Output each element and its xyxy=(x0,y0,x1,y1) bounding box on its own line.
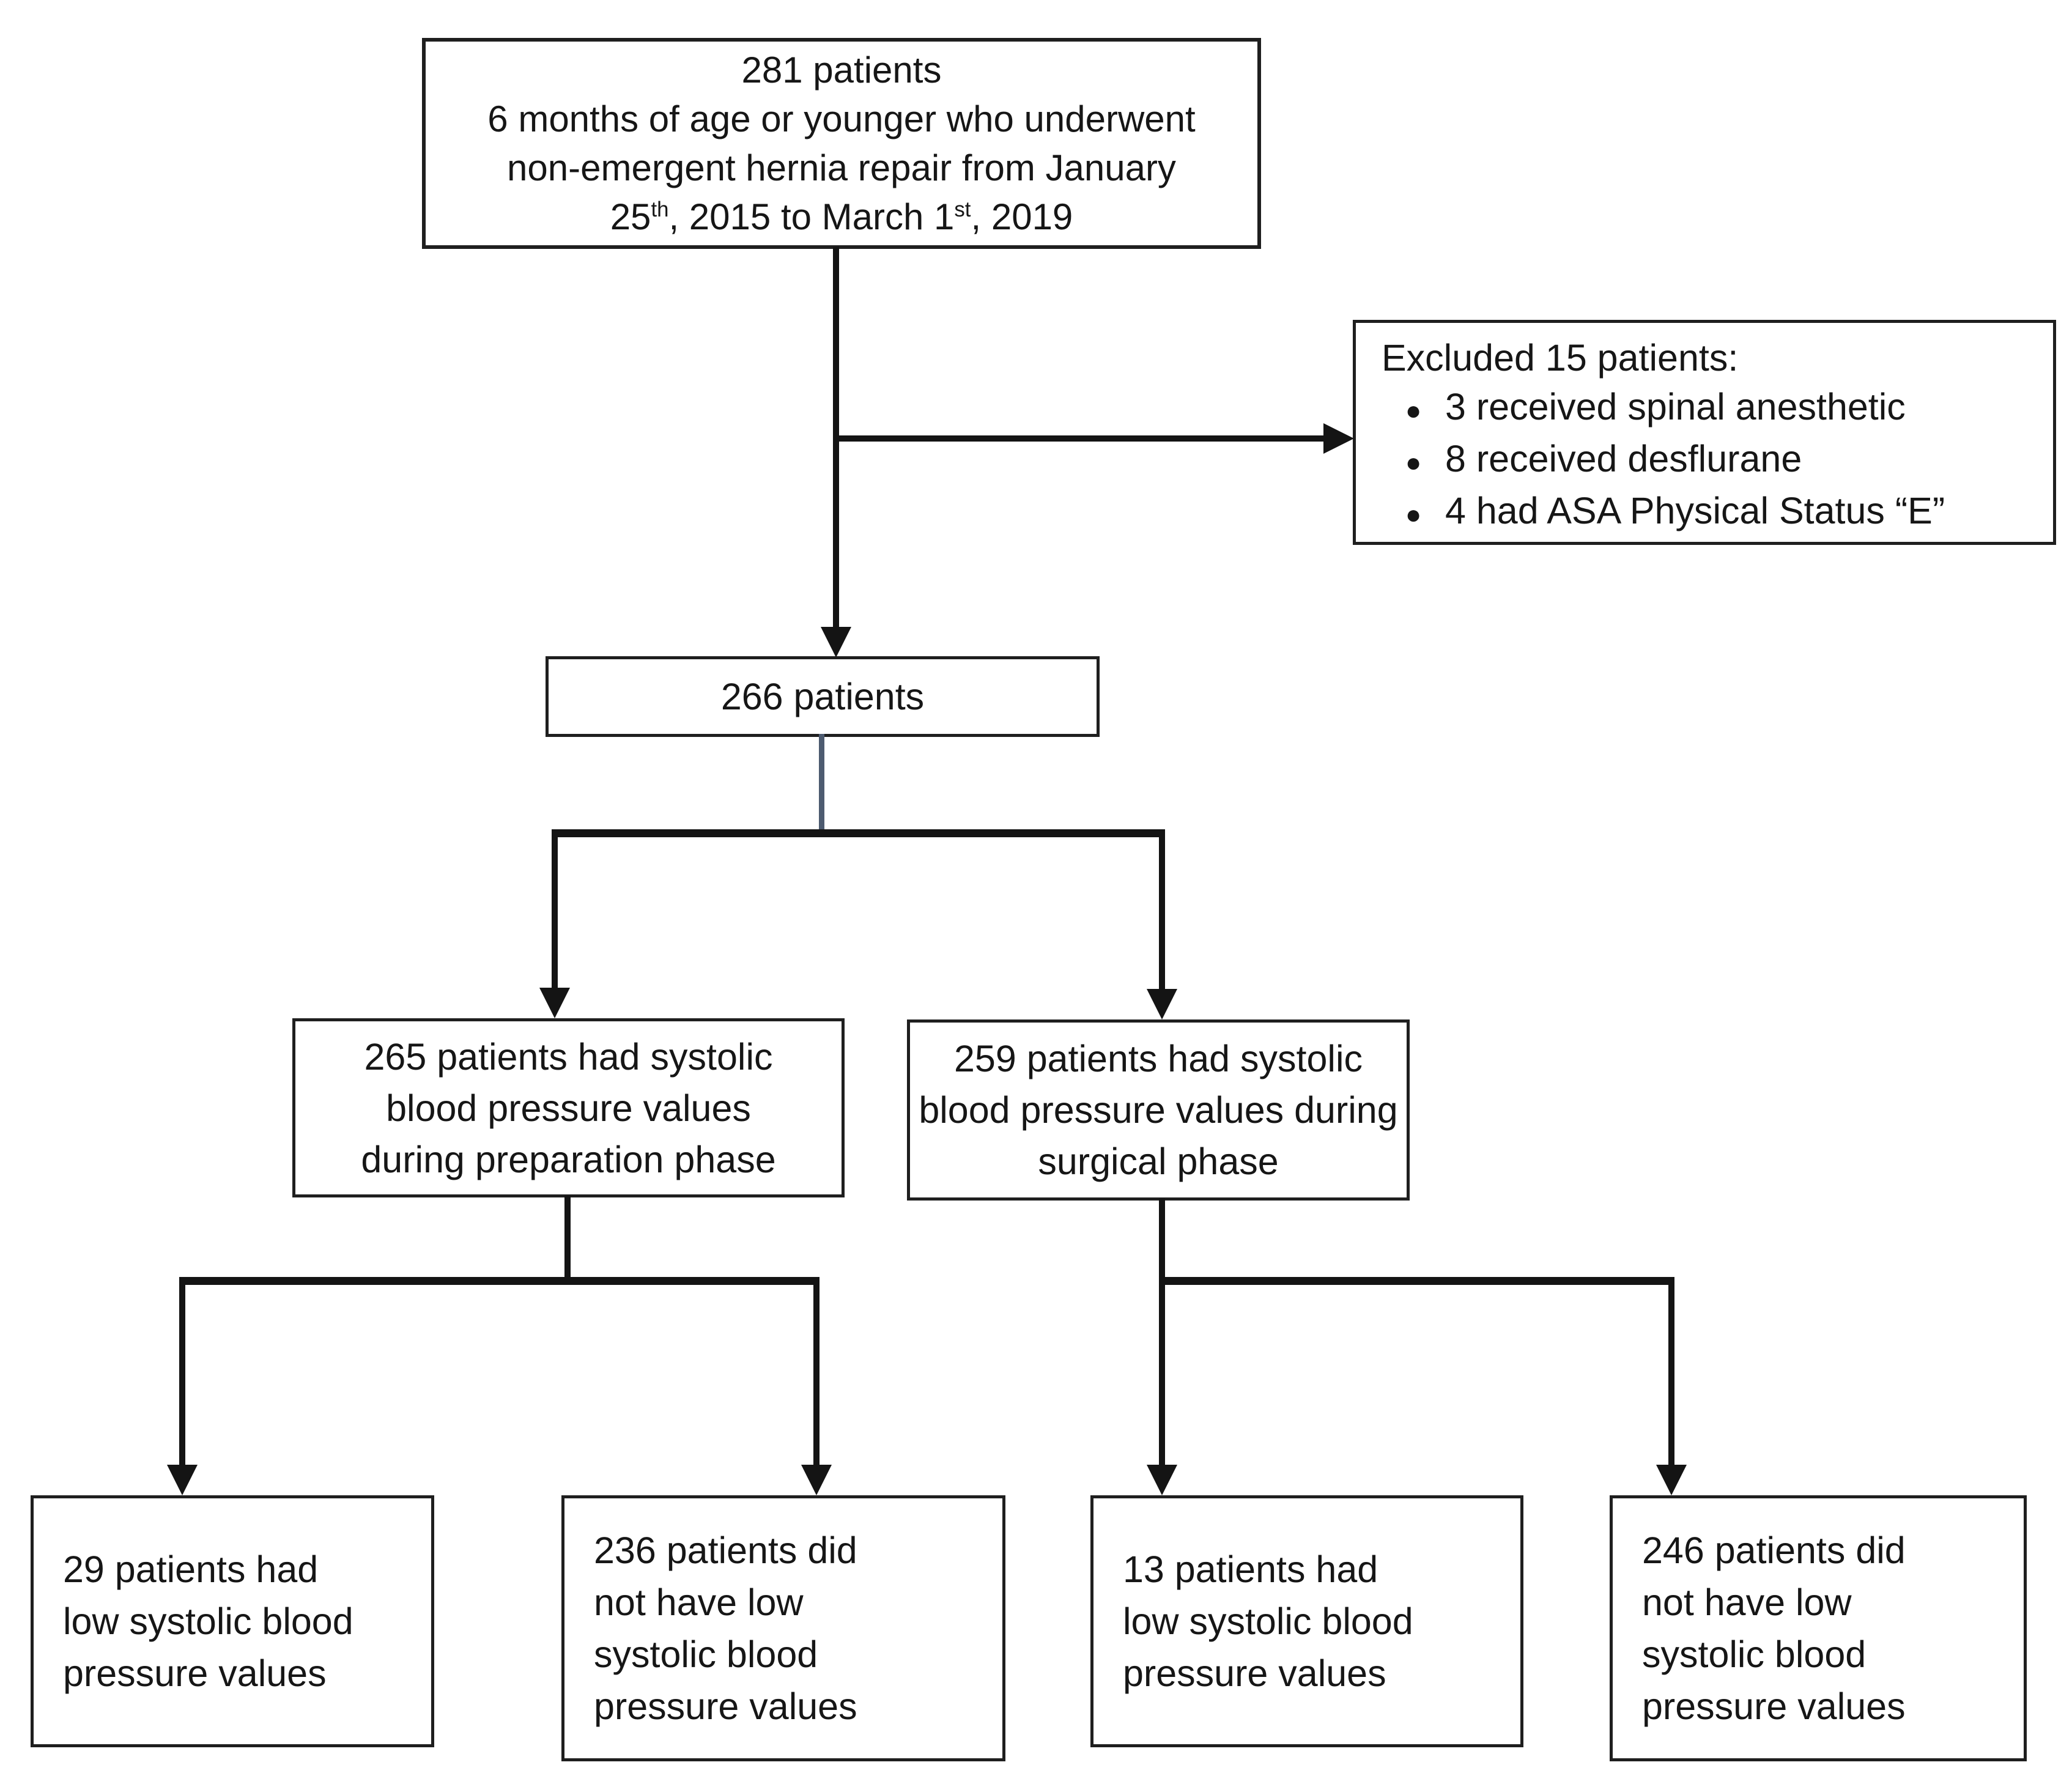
arrowhead-down-icon xyxy=(801,1465,832,1495)
prep-low-sbp-line: 29 patients had xyxy=(63,1548,319,1590)
enrollment-count-line: 281 patients xyxy=(741,49,942,91)
exclusion-item: ● 8 received desflurane xyxy=(1382,435,2041,487)
prep-low-sbp-text: 29 patients had low systolic blood press… xyxy=(34,1544,431,1700)
surgical-phase-line: surgical phase xyxy=(1038,1141,1279,1182)
arrowhead-down-icon xyxy=(167,1465,198,1495)
split-bar-prep-outcomes xyxy=(179,1277,820,1285)
connector-exclusion-branch xyxy=(833,435,1326,442)
enrollment-criteria-line-1: 6 months of age or younger who underwent xyxy=(487,98,1196,139)
split-bar-surgical-outcomes xyxy=(1159,1277,1674,1285)
bullet-icon: ● xyxy=(1405,500,1422,530)
eligible-text: 266 patients xyxy=(720,676,925,717)
prep-no-low-sbp-box: 236 patients did not have low systolic b… xyxy=(561,1495,1005,1761)
surgical-no-low-sbp-box: 246 patients did not have low systolic b… xyxy=(1610,1495,2027,1761)
connector-split-to-prep xyxy=(552,829,558,989)
prep-no-low-sbp-line: 236 patients did xyxy=(594,1529,857,1571)
surgical-low-sbp-box: 13 patients had low systolic blood press… xyxy=(1090,1495,1523,1747)
date-part: , 2019 xyxy=(971,196,1073,237)
surgical-no-low-sbp-line: 246 patients did xyxy=(1642,1529,1906,1571)
eligible-box: 266 patients xyxy=(546,656,1100,737)
arrowhead-down-icon xyxy=(1147,989,1177,1019)
connector-prep-to-split xyxy=(564,1196,571,1277)
prep-low-sbp-line: pressure values xyxy=(63,1652,327,1694)
surgical-phase-line: 259 patients had systolic xyxy=(953,1038,1363,1079)
prep-no-low-sbp-line: pressure values xyxy=(594,1685,857,1727)
surgical-no-low-sbp-line: systolic blood xyxy=(1642,1633,1867,1675)
surgical-low-sbp-line: low systolic blood xyxy=(1123,1600,1413,1642)
date-part: , 2015 to March 1 xyxy=(668,196,955,237)
exclusion-content: Excluded 15 patients: ● 3 received spina… xyxy=(1356,323,2053,539)
bullet-icon: ● xyxy=(1405,448,1422,478)
date-ordinal: th xyxy=(651,197,669,221)
prep-phase-line: blood pressure values xyxy=(386,1087,751,1129)
prep-no-low-sbp-line: systolic blood xyxy=(594,1633,818,1675)
prep-phase-line: 265 patients had systolic xyxy=(364,1035,773,1078)
exclusion-item: ● 4 had ASA Physical Status “E” xyxy=(1382,487,2041,539)
split-bar-phases xyxy=(552,829,1165,837)
prep-phase-box: 265 patients had systolic blood pressure… xyxy=(292,1018,845,1197)
exclusion-title: Excluded 15 patients: xyxy=(1382,337,1739,379)
connector-split-to-prep-low xyxy=(179,1277,185,1466)
surgical-phase-line: blood pressure values during xyxy=(919,1089,1398,1131)
connector-surgical-to-low xyxy=(1159,1199,1165,1466)
enrollment-box: 281 patients 6 months of age or younger … xyxy=(422,38,1261,249)
prep-low-sbp-box: 29 patients had low systolic blood press… xyxy=(31,1495,434,1747)
prep-no-low-sbp-line: not have low xyxy=(594,1581,804,1623)
surgical-no-low-sbp-text: 246 patients did not have low systolic b… xyxy=(1613,1525,2024,1733)
surgical-low-sbp-line: pressure values xyxy=(1123,1652,1386,1694)
arrowhead-down-icon xyxy=(1147,1465,1177,1495)
connector-split-to-prep-not-low xyxy=(813,1277,820,1466)
prep-phase-line: during preparation phase xyxy=(361,1138,776,1180)
surgical-no-low-sbp-line: not have low xyxy=(1642,1581,1852,1623)
connector-split-to-surgical xyxy=(1159,829,1165,990)
exclusion-item-text: 8 received desflurane xyxy=(1445,438,1802,479)
enrollment-date-line: 25th, 2015 to March 1st, 2019 xyxy=(426,193,1257,242)
date-ordinal: st xyxy=(954,197,971,221)
surgical-phase-box: 259 patients had systolic blood pressure… xyxy=(907,1019,1410,1201)
arrowhead-down-icon xyxy=(539,988,570,1018)
arrowhead-down-icon xyxy=(1656,1465,1687,1495)
exclusion-item-text: 4 had ASA Physical Status “E” xyxy=(1445,490,1945,531)
date-part: 25 xyxy=(610,196,651,237)
connector-split-to-surgical-not-low xyxy=(1668,1277,1674,1466)
enrollment-text: 281 patients 6 months of age or younger … xyxy=(426,46,1257,242)
surgical-low-sbp-text: 13 patients had low systolic blood press… xyxy=(1093,1544,1520,1700)
connector-eligible-to-split xyxy=(819,734,824,835)
exclusion-box: Excluded 15 patients: ● 3 received spina… xyxy=(1353,320,2056,545)
exclusion-item-text: 3 received spinal anesthetic xyxy=(1445,386,1906,427)
prep-phase-text: 265 patients had systolic blood pressure… xyxy=(295,1031,842,1185)
surgical-no-low-sbp-line: pressure values xyxy=(1642,1685,1906,1727)
prep-low-sbp-line: low systolic blood xyxy=(63,1600,353,1642)
prep-no-low-sbp-text: 236 patients did not have low systolic b… xyxy=(564,1525,1002,1733)
enrollment-criteria-line-2: non-emergent hernia repair from January xyxy=(507,147,1176,188)
exclusion-item: ● 3 received spinal anesthetic xyxy=(1382,383,2041,435)
surgical-low-sbp-line: 13 patients had xyxy=(1123,1548,1378,1590)
bullet-icon: ● xyxy=(1405,396,1422,426)
arrowhead-down-icon xyxy=(821,627,851,657)
surgical-phase-text: 259 patients had systolic blood pressure… xyxy=(910,1033,1407,1187)
arrowhead-right-icon xyxy=(1323,423,1354,454)
